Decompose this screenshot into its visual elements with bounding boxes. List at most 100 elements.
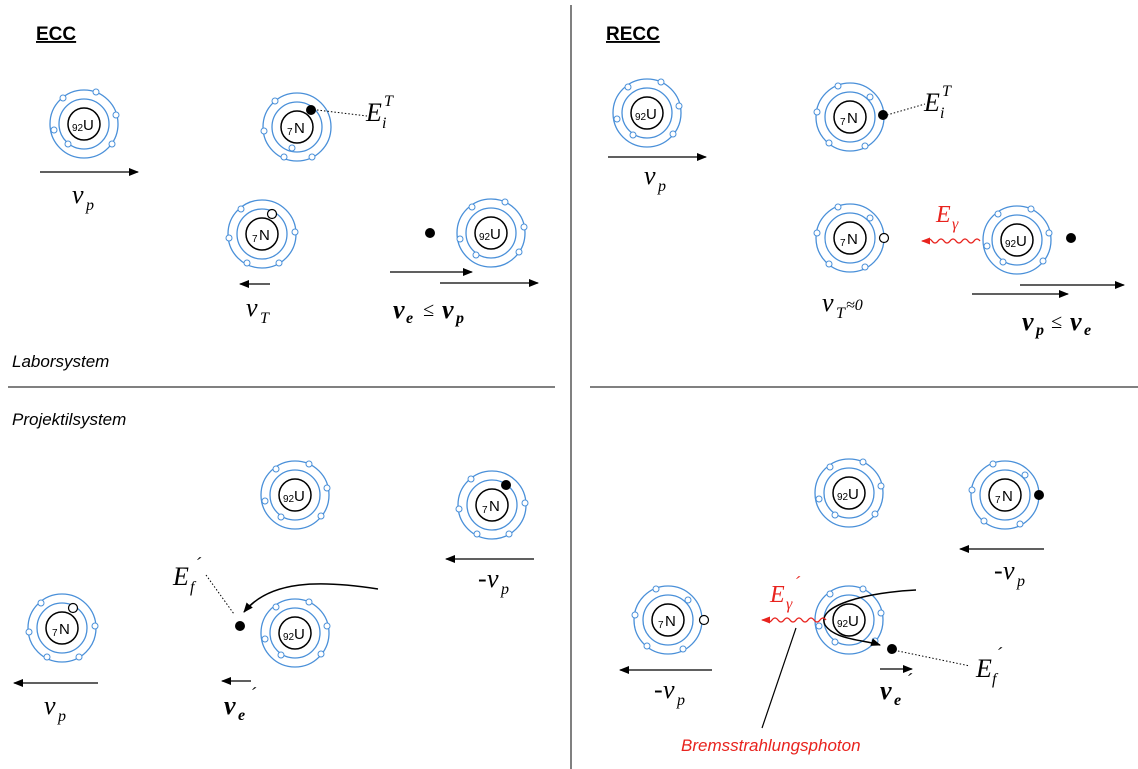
label-E-gamma-prime: E γ ´ (769, 573, 801, 613)
svg-text:E: E (172, 562, 189, 591)
svg-text:7: 7 (995, 495, 1001, 506)
svg-text:´: ´ (195, 554, 202, 574)
svg-text:-: - (654, 675, 663, 704)
svg-text:v: v (44, 691, 56, 720)
label-Ef-recc: E f ´ (975, 644, 1003, 688)
svg-text:92: 92 (479, 232, 491, 243)
svg-text:N: N (847, 110, 858, 127)
svg-text:e: e (406, 310, 413, 327)
svg-text:v: v (822, 288, 834, 317)
label-ve-prime: v e ´ (224, 684, 257, 724)
label-Ei-T-ecc: E i T (365, 93, 394, 132)
svg-text:7: 7 (287, 127, 293, 138)
electron-trajectory (243, 583, 379, 613)
svg-text:v: v (1070, 307, 1082, 336)
projectile-system-label: Projektilsystem (12, 410, 126, 429)
svg-text:γ: γ (786, 596, 793, 613)
svg-text:e: e (1084, 322, 1091, 339)
svg-text:-: - (994, 556, 1003, 585)
svg-text:92: 92 (1005, 239, 1017, 250)
svg-text:N: N (59, 621, 70, 638)
svg-text:T: T (942, 83, 952, 100)
electron-final (235, 621, 245, 631)
svg-text:f: f (190, 579, 197, 596)
ecc-header: ECC (36, 24, 76, 45)
svg-text:γ: γ (952, 216, 959, 233)
svg-text:v: v (1022, 307, 1034, 336)
svg-text:92: 92 (837, 619, 849, 630)
svg-text:E: E (365, 98, 382, 127)
svg-text:≤: ≤ (1051, 311, 1062, 333)
svg-text:U: U (848, 486, 859, 503)
label-vp-proj: v p (44, 691, 66, 725)
label-ve-prime-recc: v e ´ (880, 670, 913, 709)
svg-text:p: p (657, 178, 666, 195)
svg-text:E: E (923, 88, 940, 117)
label-vT: v T (246, 293, 270, 327)
svg-text:v: v (442, 295, 454, 324)
svg-text:7: 7 (482, 505, 488, 516)
svg-text:´: ´ (794, 573, 801, 593)
svg-text:v: v (880, 676, 892, 705)
svg-text:E: E (975, 654, 992, 683)
svg-text:v: v (1003, 556, 1015, 585)
svg-text:≈0: ≈0 (846, 297, 863, 314)
svg-text:T: T (260, 310, 270, 327)
svg-text:v: v (393, 295, 405, 324)
svg-text:7: 7 (52, 628, 58, 639)
svg-text:´: ´ (250, 684, 257, 704)
label-vT-approx-zero: v T ≈0 (822, 288, 863, 322)
svg-text:i: i (940, 105, 944, 122)
svg-text:92: 92 (837, 492, 849, 503)
svg-text:´: ´ (906, 670, 913, 690)
label-minus-vp-recc: - v p (994, 556, 1025, 590)
svg-text:7: 7 (840, 117, 846, 128)
svg-text:N: N (847, 231, 858, 248)
svg-text:U: U (848, 613, 859, 630)
svg-text:p: p (1034, 322, 1044, 339)
svg-text:v: v (487, 564, 499, 593)
svg-text:92: 92 (283, 632, 295, 643)
svg-text:U: U (1016, 233, 1027, 250)
label-vp-leq-ve: v p ≤ v e (1022, 307, 1091, 339)
label-vp: v p (72, 180, 94, 214)
svg-text:p: p (454, 310, 464, 327)
free-electron (425, 228, 435, 238)
svg-text:U: U (83, 117, 94, 134)
svg-text:p: p (500, 581, 509, 598)
svg-text:7: 7 (658, 620, 664, 631)
lab-system-label: Laborsystem (12, 352, 109, 371)
svg-text:N: N (259, 227, 270, 244)
photon-wave-recc (761, 616, 827, 624)
svg-text:p: p (85, 197, 94, 214)
svg-text:U: U (646, 106, 657, 123)
svg-text:N: N (489, 498, 500, 515)
bremsstrahlung-label: Bremsstrahlungsphoton (681, 736, 861, 755)
svg-text:v: v (644, 161, 656, 190)
svg-text:v: v (246, 293, 258, 322)
svg-text:f: f (992, 671, 999, 688)
svg-text:p: p (676, 692, 685, 709)
recc-header: RECC (606, 24, 660, 45)
label-minus-vp: - v p (478, 564, 509, 598)
svg-text:N: N (1002, 488, 1013, 505)
svg-text:7: 7 (840, 238, 846, 249)
svg-text:N: N (665, 613, 676, 630)
svg-text:T: T (384, 93, 394, 110)
svg-text:p: p (1016, 573, 1025, 590)
label-minus-vp-recc-2: - v p (654, 675, 685, 709)
svg-text:e: e (238, 707, 245, 724)
